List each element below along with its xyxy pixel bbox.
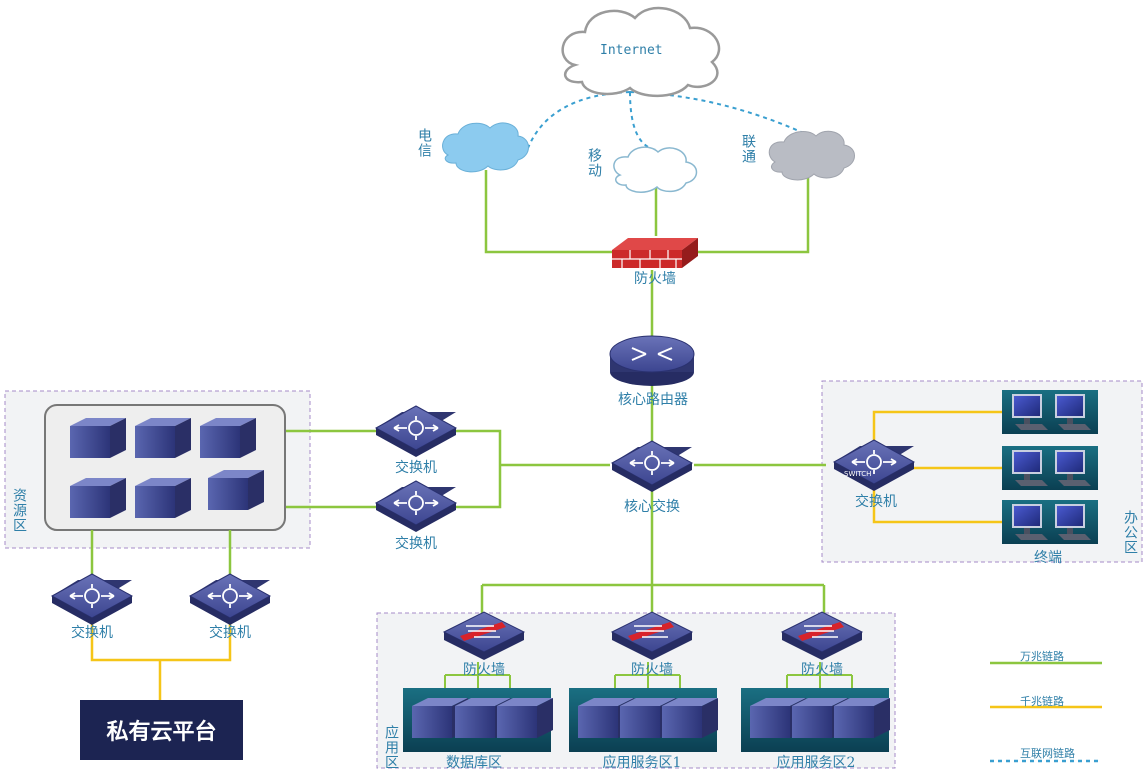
main-firewall-icon (612, 238, 698, 268)
terminal-group-3 (1002, 500, 1098, 544)
terminal-group-1 (1002, 390, 1098, 434)
switch-icon-2 (375, 480, 457, 533)
app-rack-1 (569, 688, 718, 752)
office-switch-icon: SWITCH (833, 439, 915, 492)
office-zone-label: 办公区 (1122, 510, 1138, 555)
10g-links (90, 170, 826, 613)
legend-10g-label: 万兆链路 (1020, 650, 1064, 663)
mobile-cloud (613, 146, 698, 193)
mobile-label: 移动 (586, 148, 602, 178)
app-rack-2 (741, 688, 890, 752)
terminal-group-2 (1002, 446, 1098, 490)
terminal-label: 终端 (1034, 550, 1062, 566)
telecom-cloud (442, 122, 529, 173)
app-zone-2-label: 应用服务区2 (776, 755, 856, 771)
switch-label-1: 交换机 (395, 460, 437, 476)
unicom-label: 联通 (740, 134, 756, 164)
telecom-label: 电信 (416, 128, 432, 158)
switch-icon-1 (375, 405, 457, 458)
core-switch-label: 核心交换 (624, 499, 680, 515)
core-router-label: 核心路由器 (618, 392, 688, 408)
internet-label: Internet (600, 43, 663, 58)
app-zone-label: 应用区 (383, 725, 399, 770)
internet-links (527, 91, 809, 151)
switch-icon-4 (189, 573, 271, 626)
app-firewall-label-3: 防火墙 (801, 662, 843, 678)
office-switch-label: 交换机 (855, 494, 897, 510)
main-firewall-label: 防火墙 (634, 271, 676, 287)
app-inner-links (444, 662, 853, 695)
legend-internet-label: 互联网链路 (1020, 747, 1075, 760)
app-firewall-label-1: 防火墙 (463, 662, 505, 678)
switch-brand-text: SWITCH (844, 470, 871, 478)
db-rack (403, 688, 553, 752)
core-switch-icon (611, 440, 693, 493)
switch-icon-3 (51, 573, 133, 626)
unicom-cloud (768, 130, 855, 181)
app-zone-db-label: 数据库区 (446, 755, 502, 771)
app-zone-1-label: 应用服务区1 (602, 755, 682, 771)
switch-label-4: 交换机 (209, 625, 251, 641)
resource-zone-label: 资源区 (11, 488, 27, 533)
private-cloud-platform: 私有云平台 (80, 700, 243, 760)
app-firewall-label-2: 防火墙 (631, 662, 673, 678)
core-router-icon (609, 335, 695, 386)
legend-1g-label: 千兆链路 (1020, 695, 1064, 708)
switch-label-2: 交换机 (395, 536, 437, 552)
internet-cloud (561, 6, 721, 98)
switch-label-3: 交换机 (71, 625, 113, 641)
